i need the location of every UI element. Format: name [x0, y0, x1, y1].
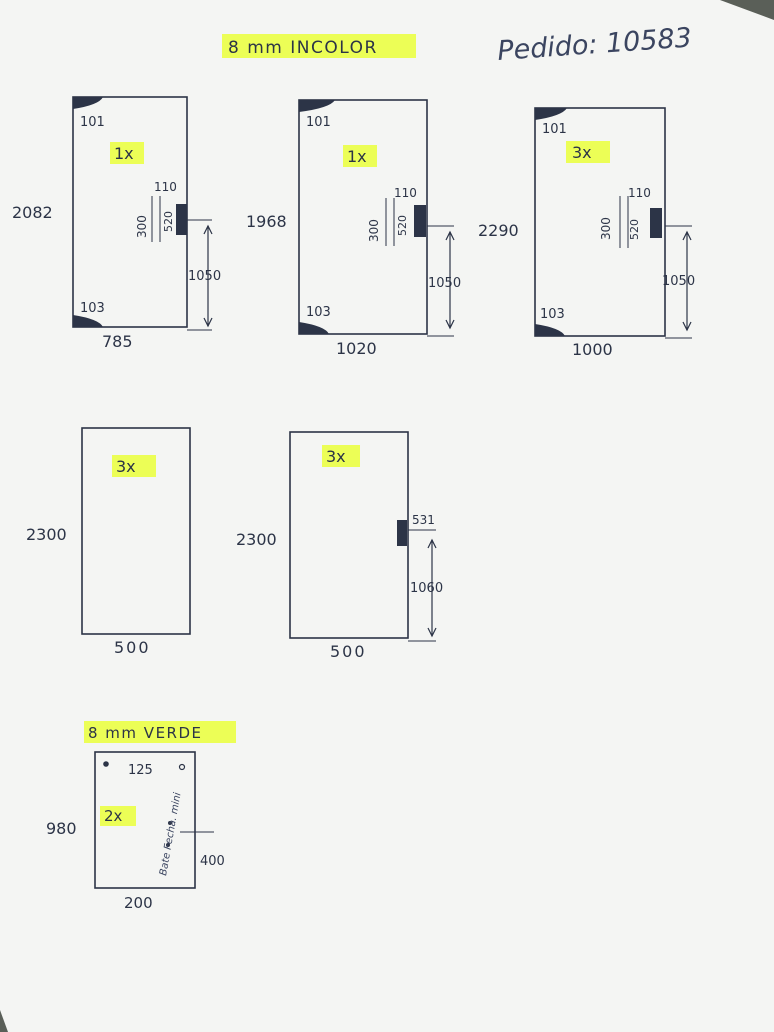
arrow-head [427, 538, 437, 638]
panel-1: 1x 101 103 110 300 520 1050 2082 785 [12, 96, 221, 351]
panel-3: 3x 101 103 110 300 520 1050 2290 1000 [478, 107, 695, 359]
panel-4: 3x 2300 500 [26, 427, 191, 657]
lock-position: 1050 [428, 276, 461, 291]
top-note: 125 [128, 763, 153, 778]
panel-outline [534, 107, 666, 337]
glass-type-green: 8 mm VERDE [88, 724, 203, 742]
side-position: 400 [200, 854, 225, 869]
lock-cutout [176, 204, 187, 235]
lock-width: 300 [135, 215, 149, 238]
panel-height: 2290 [478, 221, 519, 240]
hinge-top [73, 97, 103, 109]
highlight [566, 141, 610, 163]
hole-bottom-label: 103 [306, 305, 331, 320]
hinge-top [535, 108, 567, 120]
lock-code: 110 [154, 180, 177, 194]
panel-width: 500 [114, 638, 151, 657]
glass-type-clear: 8 mm INCOLOR [228, 38, 378, 58]
lock-code: 531 [412, 513, 435, 527]
panel-height: 980 [46, 819, 77, 838]
lock-code: 110 [628, 186, 651, 200]
lock-position: 1050 [662, 274, 695, 289]
lock-cutout [397, 520, 407, 546]
lock-position: 1060 [410, 581, 443, 596]
highlight [222, 34, 416, 58]
hole-top-label: 101 [542, 122, 567, 137]
hinge-bottom [299, 322, 329, 334]
quantity: 3x [326, 447, 346, 466]
lock-height: 520 [396, 215, 409, 236]
panel-outline [289, 431, 409, 639]
hole [166, 843, 170, 847]
highlight [100, 806, 136, 826]
lock-height: 520 [162, 211, 175, 232]
hole-bottom-label: 103 [540, 307, 565, 322]
panel-outline [94, 751, 196, 889]
quantity: 1x [347, 147, 367, 166]
lock-width: 300 [367, 219, 381, 242]
lock-width: 300 [599, 217, 613, 240]
panel-width: 1020 [336, 339, 377, 358]
hinge-bottom [73, 315, 103, 327]
panel-width: 500 [330, 642, 367, 661]
highlight [322, 445, 360, 467]
panel-height: 2082 [12, 203, 53, 222]
hinge-top [299, 100, 335, 112]
panel-height: 1968 [246, 212, 287, 231]
hole [103, 761, 109, 767]
lock-height: 520 [628, 219, 641, 240]
lock-code: 110 [394, 186, 417, 200]
arrow-head [682, 230, 692, 332]
quantity: 2x [104, 807, 123, 825]
hole-top-label: 101 [80, 115, 105, 130]
panel-2: 1x 101 103 110 300 520 1050 1968 1020 [246, 99, 461, 358]
highlight [110, 142, 144, 164]
quantity: 3x [116, 457, 136, 476]
hole-bottom-label: 103 [80, 301, 105, 316]
hole [178, 763, 186, 771]
arrow-head [203, 224, 213, 328]
hole [168, 821, 172, 825]
panel-outline [298, 99, 428, 335]
highlight [84, 721, 236, 743]
panel-width: 1000 [572, 340, 613, 359]
hole-top-label: 101 [306, 115, 331, 130]
panel-width: 200 [124, 894, 153, 912]
arrow-head [445, 230, 455, 330]
panel-5: 3x 531 1060 2300 500 [236, 431, 443, 661]
lock-cutout [650, 208, 662, 238]
panel-outline [81, 427, 191, 635]
lock-cutout [414, 205, 426, 237]
panel-height: 2300 [26, 525, 67, 544]
highlight [112, 455, 156, 477]
highlight [343, 145, 377, 167]
quantity: 3x [572, 143, 592, 162]
quantity: 1x [114, 144, 134, 163]
panel-width: 785 [102, 332, 133, 351]
hinge-bottom [535, 324, 565, 336]
panel-height: 2300 [236, 530, 277, 549]
lock-position: 1050 [188, 269, 221, 284]
